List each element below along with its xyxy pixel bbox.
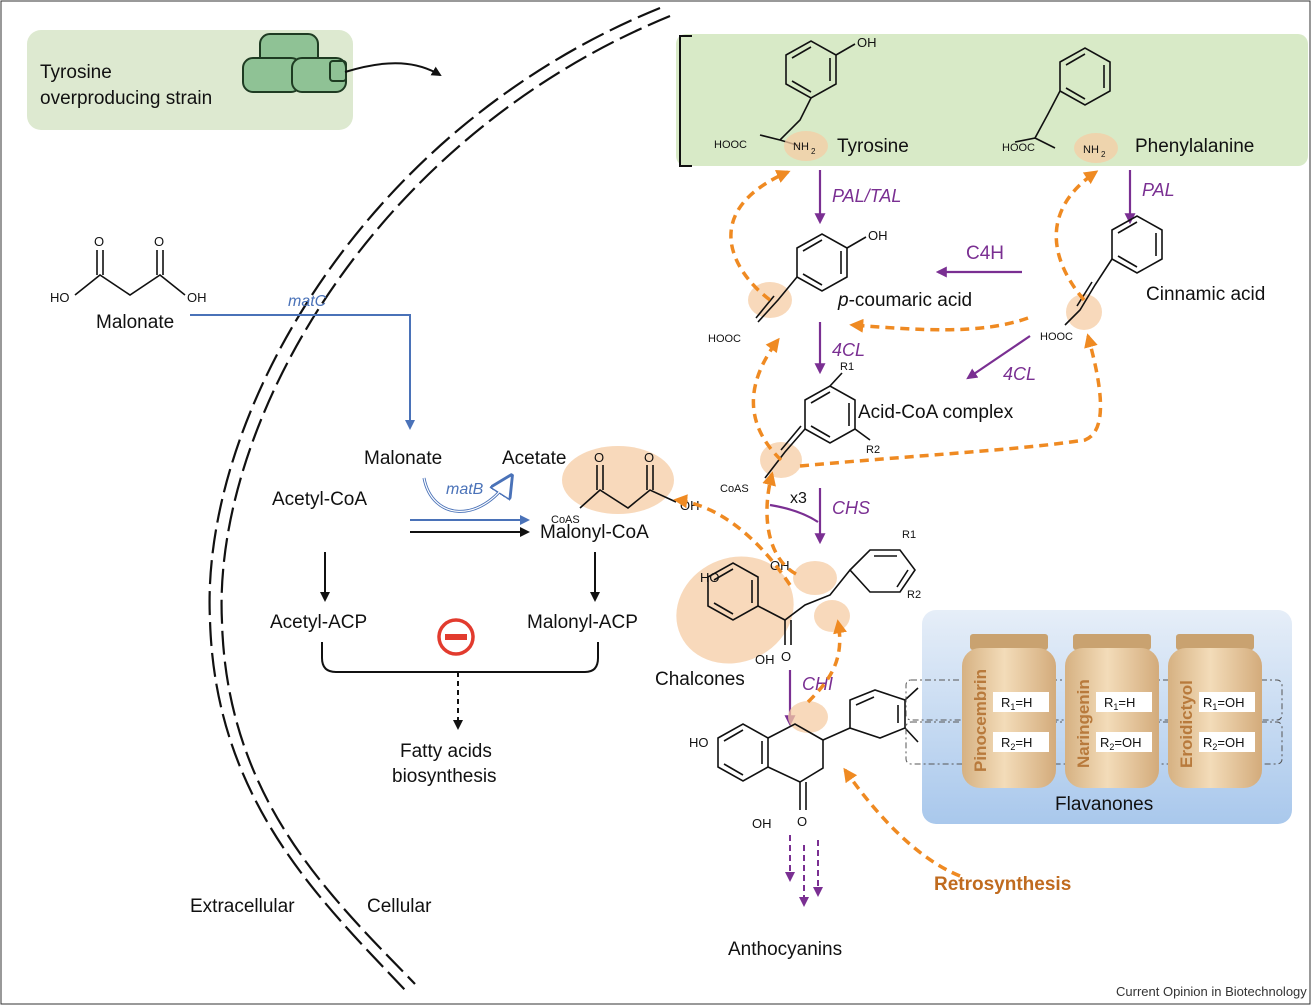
strain-box: Tyrosine overproducing strain: [27, 30, 442, 130]
chalcone-structure: HO OH OH O R1 R2: [676, 529, 921, 667]
phenylalanine-label: Phenylalanine: [1135, 136, 1254, 157]
svg-text:HO: HO: [50, 290, 70, 305]
malonyl-coa-structure: O O CoAS OH: [551, 446, 700, 526]
c4h-label: C4H: [966, 243, 1004, 264]
svg-text:R2=OH: R2=OH: [1203, 735, 1245, 752]
svg-text:NH: NH: [793, 141, 809, 153]
svg-text:Pinocembrin: Pinocembrin: [971, 669, 990, 772]
svg-text:HO: HO: [700, 570, 720, 585]
svg-text:OH: OH: [752, 816, 772, 831]
cinnamic-structure: HOOC: [1040, 215, 1163, 343]
svg-text:OH: OH: [857, 35, 877, 50]
svg-text:O: O: [154, 234, 164, 249]
flavanone-jar-pinocembrin: Pinocembrin R1=H R2=H: [962, 634, 1056, 788]
matb-label: matB: [446, 481, 484, 498]
cinnamic-label: Cinnamic acid: [1146, 284, 1265, 305]
strain-arrow: [344, 62, 442, 77]
anthocyanins-label: Anthocyanins: [728, 939, 842, 960]
svg-text:R2: R2: [907, 589, 921, 601]
retrosynthesis-label: Retrosynthesis: [934, 874, 1071, 895]
flavanone-jar-eroidictyol: Eroidictyol R1=OH R2=OH: [1168, 634, 1262, 788]
svg-text:R2=OH: R2=OH: [1100, 735, 1142, 752]
tyrosine-structure: OH HOOC NH 2: [714, 35, 877, 161]
matc-label: matC: [288, 293, 327, 310]
svg-text:R1: R1: [902, 529, 916, 541]
svg-text:O: O: [781, 649, 791, 664]
pal-tal-label: PAL/TAL: [832, 186, 901, 206]
4cl-label-1: 4CL: [832, 340, 865, 360]
flavanone-jar-naringenin: Naringenin R1=H R2=OH: [1065, 634, 1159, 788]
svg-text:R2: R2: [866, 444, 880, 456]
svg-text:R1=OH: R1=OH: [1203, 695, 1245, 712]
svg-text:HOOC: HOOC: [1002, 142, 1035, 154]
svg-text:2: 2: [811, 147, 816, 156]
malonate-inside-label: Malonate: [364, 448, 442, 469]
svg-text:HOOC: HOOC: [714, 139, 747, 151]
svg-text:O: O: [94, 234, 104, 249]
svg-text:Eroidictyol: Eroidictyol: [1177, 680, 1196, 768]
phenylalanine-structure: HOOC NH 2: [1002, 47, 1118, 163]
x3-label: x3: [790, 490, 807, 507]
acetyl-coa-label: Acetyl-CoA: [272, 489, 367, 510]
svg-text:Naringenin: Naringenin: [1074, 679, 1093, 768]
strain-label-line1: Tyrosine: [40, 62, 112, 83]
malonyl-acp-label: Malonyl-ACP: [527, 612, 638, 633]
acid-coa-label: Acid-CoA complex: [858, 402, 1014, 423]
extracellular-label: Extracellular: [190, 896, 295, 917]
svg-text:R1=H: R1=H: [1001, 695, 1032, 712]
acid-coa-structure: R1 R2 CoAS: [720, 361, 880, 495]
svg-text:O: O: [594, 450, 604, 465]
credit-label: Current Opinion in Biotechnology: [1116, 984, 1307, 999]
inhibition-icon: [437, 618, 475, 656]
svg-text:NH: NH: [1083, 144, 1099, 156]
pal-label: PAL: [1142, 180, 1175, 200]
amino-acid-box: [676, 34, 1308, 167]
tyrosine-label: Tyrosine: [837, 136, 909, 157]
svg-text:HOOC: HOOC: [708, 333, 741, 345]
acetyl-acp-label: Acetyl-ACP: [270, 612, 367, 633]
fatty-acids-label-line2: biosynthesis: [392, 766, 497, 787]
chi-label: CHI: [802, 674, 833, 694]
svg-text:HOOC: HOOC: [1040, 331, 1073, 343]
malonate-outside-label: Malonate: [96, 312, 174, 333]
svg-text:R2=H: R2=H: [1001, 735, 1032, 752]
strain-label-line2: overproducing strain: [40, 88, 212, 109]
fatty-acid-bracket: [321, 642, 599, 673]
acetate-label: Acetate: [502, 448, 566, 469]
svg-text:2: 2: [1101, 150, 1106, 159]
p-coumaric-label: p-coumaric acid: [837, 290, 972, 311]
4cl-label-2: 4CL: [1003, 364, 1036, 384]
retrosynthesis-arrows: [673, 170, 1103, 878]
svg-text:OH: OH: [770, 558, 790, 573]
p-coumaric-structure: OH HOOC: [708, 228, 888, 345]
x3-arrow: [769, 503, 819, 523]
4cl-arrow-2: [966, 335, 1031, 380]
matc-arrow: [190, 314, 415, 430]
svg-text:R1=H: R1=H: [1104, 695, 1135, 712]
svg-text:OH: OH: [187, 290, 207, 305]
svg-text:R1: R1: [840, 361, 854, 373]
chalcones-label: Chalcones: [655, 669, 745, 690]
svg-text:O: O: [797, 814, 807, 829]
svg-text:HO: HO: [689, 735, 709, 750]
svg-text:CoAS: CoAS: [551, 514, 580, 526]
malonate-structure: O O HO OH: [50, 234, 207, 305]
cellular-label: Cellular: [367, 896, 432, 917]
flavanone-core-structure: HO OH O: [689, 687, 919, 831]
svg-text:O: O: [644, 450, 654, 465]
svg-text:CoAS: CoAS: [720, 483, 749, 495]
svg-text:OH: OH: [755, 652, 775, 667]
cell-membrane: [208, 6, 671, 991]
chs-label: CHS: [832, 498, 870, 518]
malonyl-coa-label: Malonyl-CoA: [540, 522, 649, 543]
fatty-acids-label-line1: Fatty acids: [400, 741, 492, 762]
svg-text:OH: OH: [868, 228, 888, 243]
flavanones-label: Flavanones: [1055, 794, 1153, 815]
